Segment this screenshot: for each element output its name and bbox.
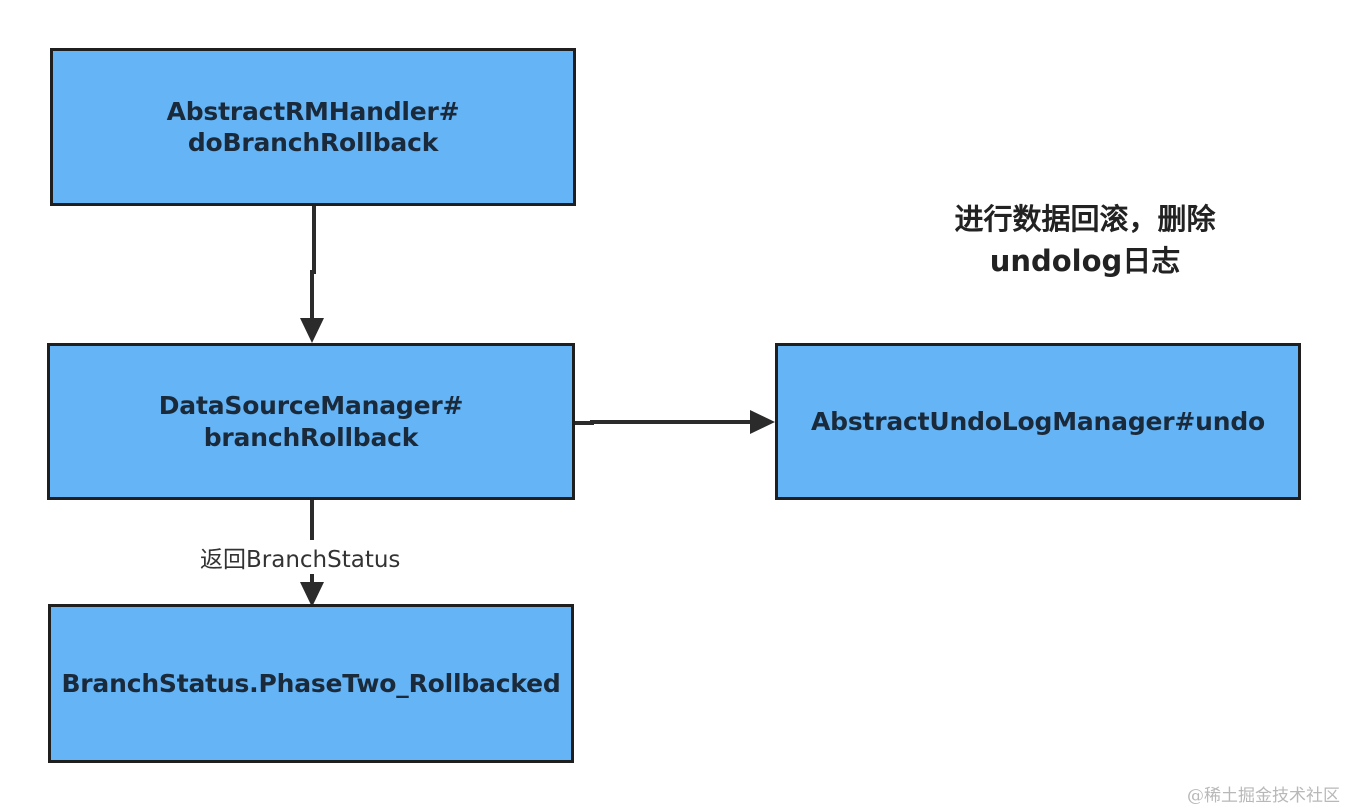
node-label: AbstractUndoLogManager#undo xyxy=(810,406,1266,436)
node-undo-log-manager: AbstractUndoLogManager#undo xyxy=(775,343,1301,500)
edge-datasource-to-undolog xyxy=(575,410,775,434)
node-datasource-manager: DataSourceManager# branchRollback xyxy=(47,343,575,500)
edge-rmhandler-to-datasource xyxy=(300,206,324,343)
arrowhead-down-icon xyxy=(300,318,324,343)
node-abstract-rm-handler: AbstractRMHandler# doBranchRollback xyxy=(50,48,576,206)
node-label-line2: doBranchRollback xyxy=(187,128,439,157)
node-label: BranchStatus.PhaseTwo_Rollbacked xyxy=(61,668,561,698)
arrowhead-right-icon xyxy=(750,410,775,434)
watermark: @稀土掘金技术社区 xyxy=(1187,786,1340,806)
node-label-line2: branchRollback xyxy=(203,422,419,452)
node-label-line1: AbstractRMHandler# xyxy=(166,96,460,126)
edge-label-return: 返回BranchStatus xyxy=(198,540,403,574)
node-branch-status: BranchStatus.PhaseTwo_Rollbacked xyxy=(48,604,574,763)
note-line1: 进行数据回滚，删除 xyxy=(954,202,1216,236)
annotation-note: 进行数据回滚，删除 undolog日志 xyxy=(910,198,1260,282)
node-label-line1: DataSourceManager# xyxy=(158,391,464,421)
note-line2: undolog日志 xyxy=(989,244,1181,279)
